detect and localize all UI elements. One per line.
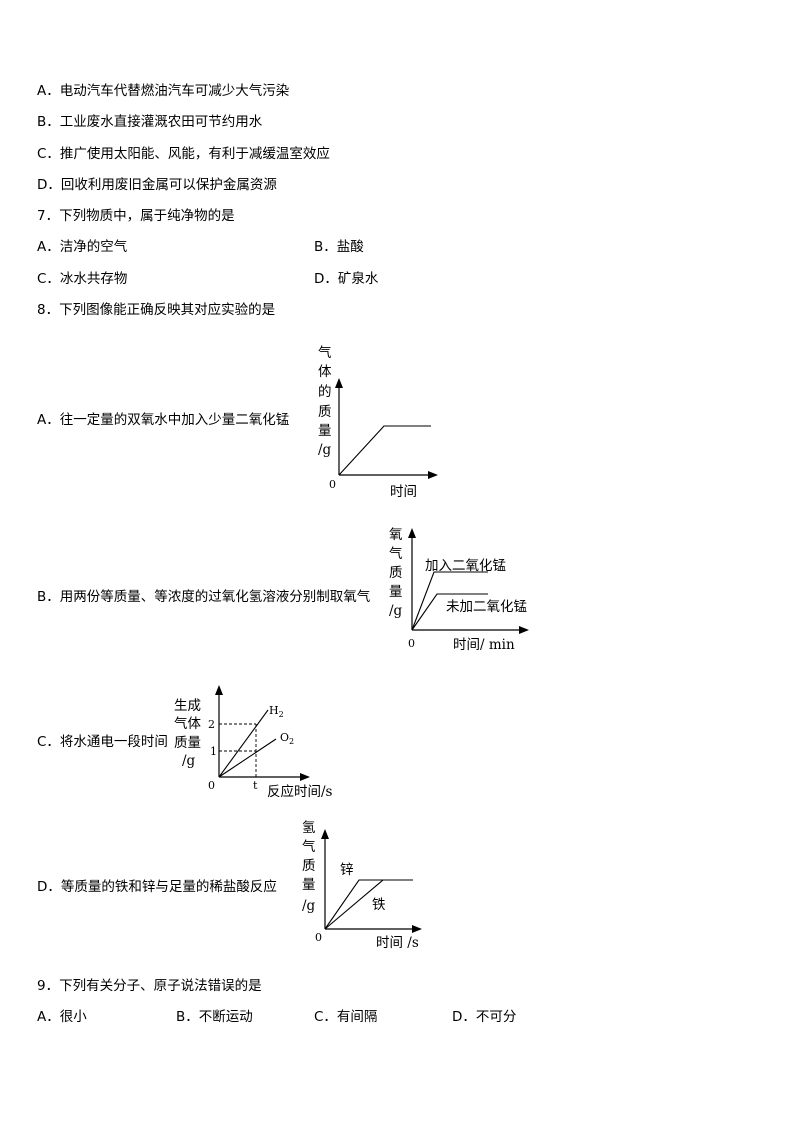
graph-b-origin: 0 <box>408 637 415 650</box>
svg-text:生成: 生成 <box>174 698 201 714</box>
svg-text:质量: 质量 <box>174 735 201 751</box>
graph-b-x-arrow <box>519 626 529 634</box>
graph-d-x-arrow <box>412 925 422 933</box>
svg-text:质: 质 <box>389 565 403 581</box>
svg-text:气: 气 <box>389 546 403 562</box>
q6-option-d: D．回收利用废旧金属可以保护金属资源 <box>37 177 277 193</box>
q7-option-a: A．洁净的空气 <box>37 239 128 255</box>
svg-text:/g: /g <box>318 442 332 458</box>
graph-c-y-arrow <box>215 685 223 695</box>
graph-c-origin: 0 <box>208 779 215 792</box>
svg-text:气体: 气体 <box>174 716 201 732</box>
graph-c-x-arrow <box>300 773 310 781</box>
graph-c-line-o2 <box>218 738 277 778</box>
graph-b-xlabel: 时间/ min <box>453 637 515 653</box>
graph-a-x-arrow <box>428 471 438 479</box>
svg-text:体: 体 <box>318 364 332 380</box>
graph-b-series-with-catalyst: 加入二氧化锰 <box>425 558 506 574</box>
svg-text:的: 的 <box>318 384 332 400</box>
graph-c: 生成 气体 质量 /g 2 1 0 t H2 O2 反应时间/s <box>174 685 333 800</box>
graph-a-ylabel: 气 体 的 质 量 /g <box>318 345 332 458</box>
graph-d-label-iron: 铁 <box>372 897 386 913</box>
q9-stem: 9．下列有关分子、原子说法错误的是 <box>37 978 262 994</box>
graph-d-ylabel: 氢 气 质 量 /g <box>302 820 316 914</box>
q9-option-a: A．很小 <box>37 1009 87 1025</box>
graph-b-y-arrow <box>408 528 416 538</box>
graph-c-line-h2 <box>218 709 269 778</box>
svg-text:气: 气 <box>302 839 316 855</box>
q8-option-c-text: C．将水通电一段时间 <box>37 734 168 750</box>
svg-text:质: 质 <box>318 404 332 420</box>
svg-text:/g: /g <box>182 753 196 769</box>
q8-stem: 8．下列图像能正确反映其对应实验的是 <box>37 302 276 318</box>
graph-d-y-arrow <box>321 829 329 839</box>
q7-option-d: D．矿泉水 <box>314 271 379 287</box>
graph-d-label-zinc: 锌 <box>340 862 354 878</box>
svg-text:量: 量 <box>389 584 403 600</box>
q7-option-b: B．盐酸 <box>314 239 364 255</box>
q8-option-d-text: D．等质量的铁和锌与足量的稀盐酸反应 <box>37 879 277 895</box>
graph-a-origin: 0 <box>329 478 336 491</box>
graph-a: 气 体 的 质 量 /g 0 时间 <box>318 345 438 500</box>
graph-c-xlabel: 反应时间/s <box>267 783 333 800</box>
graph-c-tick-t: t <box>253 779 258 792</box>
svg-text:量: 量 <box>318 423 332 439</box>
graph-c-label-h2: H2 <box>269 704 284 719</box>
q6-option-a: A．电动汽车代替燃油汽车可减少大气污染 <box>37 83 290 99</box>
graph-d-xlabel: 时间 /s <box>376 935 419 951</box>
q6-option-b: B．工业废水直接灌溉农田可节约用水 <box>37 114 263 130</box>
svg-text:量: 量 <box>302 877 316 893</box>
graph-b-curve-without-catalyst <box>411 593 488 631</box>
svg-text:/g: /g <box>302 898 316 914</box>
graph-c-tick-1: 1 <box>210 745 217 758</box>
graph-b-ylabel: 氧 气 质 量 /g <box>389 527 403 619</box>
q8-option-b-text: B．用两份等质量、等浓度的过氧化氢溶液分别制取氧气 <box>37 589 371 605</box>
graph-b-series-without-catalyst: 未加二氧化锰 <box>446 599 527 615</box>
graph-d-curve-zinc <box>324 879 413 930</box>
graph-b: 氧 气 质 量 /g 加入二氧化锰 未加二氧化锰 0 时间/ min <box>389 527 529 653</box>
q6-option-c: C．推广使用太阳能、风能，有利于减缓温室效应 <box>37 146 330 162</box>
svg-text:气: 气 <box>318 345 332 361</box>
graph-d-origin: 0 <box>315 931 322 944</box>
graph-a-y-arrow <box>335 378 343 388</box>
q9-option-d: D．不可分 <box>452 1009 517 1025</box>
graph-a-xlabel: 时间 <box>390 484 417 500</box>
q8-option-a-text: A．往一定量的双氧水中加入少量二氧化锰 <box>37 412 290 428</box>
graph-a-curve <box>338 425 431 476</box>
q7-option-c: C．冰水共存物 <box>37 271 128 287</box>
q7-stem: 7．下列物质中，属于纯净物的是 <box>37 208 235 224</box>
svg-text:氢: 氢 <box>302 820 316 836</box>
graph-c-ylabel: 生成 气体 质量 /g <box>174 698 201 769</box>
svg-text:/g: /g <box>389 603 403 619</box>
svg-text:氧: 氧 <box>389 527 403 543</box>
graph-b-curve-with-catalyst <box>411 571 488 631</box>
svg-text:质: 质 <box>302 858 316 874</box>
graph-c-tick-2: 2 <box>208 718 215 731</box>
q9-option-c: C．有间隔 <box>314 1009 378 1025</box>
graph-c-label-o2: O2 <box>280 731 294 746</box>
graph-d-curve-iron <box>324 879 384 930</box>
q9-option-b: B．不断运动 <box>176 1009 253 1025</box>
graph-d: 氢 气 质 量 /g 锌 铁 0 时间 /s <box>302 820 422 951</box>
